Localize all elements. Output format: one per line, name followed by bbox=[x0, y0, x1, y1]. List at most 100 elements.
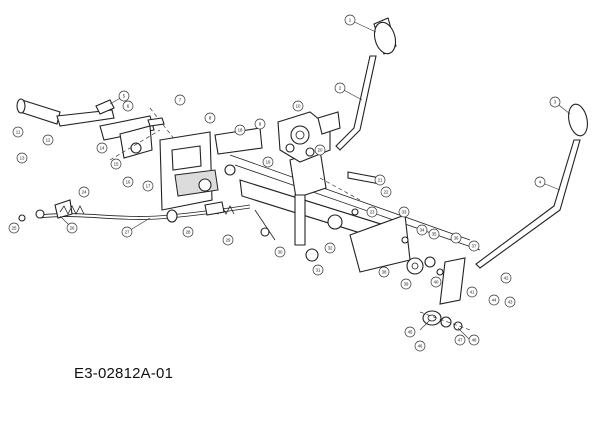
callout-label: 30 bbox=[278, 250, 283, 255]
callout-marker: 27 bbox=[121, 226, 133, 238]
callout-label: 35 bbox=[432, 232, 437, 237]
callout-marker: 24 bbox=[78, 186, 90, 198]
callout-label: 17 bbox=[146, 184, 151, 189]
callout-marker: 19 bbox=[262, 156, 274, 168]
left-handle-grip bbox=[16, 98, 115, 127]
callout-label: 42 bbox=[504, 276, 509, 281]
right-control-lever bbox=[475, 103, 588, 269]
callout-label: 21 bbox=[378, 178, 383, 183]
callout-label: 9 bbox=[259, 122, 262, 127]
callout-marker: 41 bbox=[466, 286, 478, 298]
callout-label: 23 bbox=[370, 210, 375, 215]
callout-marker: 44 bbox=[488, 294, 500, 306]
callout-label: 25 bbox=[12, 226, 17, 231]
callout-label: 40 bbox=[434, 280, 439, 285]
callout-marker: 10 bbox=[292, 100, 304, 112]
callout-marker: 30 bbox=[274, 246, 286, 258]
callout-label: 31 bbox=[316, 268, 321, 273]
callout-marker: 22 bbox=[380, 186, 392, 198]
callout-label: 2 bbox=[339, 86, 342, 91]
diagram-code: E3-02812A-01 bbox=[74, 365, 174, 382]
callout-label: 26 bbox=[70, 226, 75, 231]
callout-label: 11 bbox=[16, 130, 21, 135]
callout-marker: 46 bbox=[414, 340, 426, 352]
callout-marker: 21 bbox=[374, 174, 386, 186]
callout-label: 3 bbox=[554, 100, 557, 105]
callout-label: 6 bbox=[127, 104, 130, 109]
callout-label: 36 bbox=[454, 236, 459, 241]
callout-marker: 29 bbox=[222, 234, 234, 246]
callout-label: 12 bbox=[46, 138, 51, 143]
callout-label: 14 bbox=[100, 146, 105, 151]
callout-label: 24 bbox=[82, 190, 87, 195]
callout-label: 1 bbox=[349, 18, 352, 23]
left-bracket-assembly bbox=[99, 107, 176, 161]
cable-and-spring bbox=[18, 199, 251, 223]
callout-marker: 26 bbox=[66, 222, 78, 234]
callout-marker: 25 bbox=[8, 222, 20, 234]
callout-label: 34 bbox=[420, 228, 425, 233]
right-bracket-plate bbox=[349, 214, 466, 305]
callout-label: 18 bbox=[238, 128, 243, 133]
callout-marker: 9 bbox=[254, 118, 266, 130]
callout-marker: 35 bbox=[428, 228, 440, 240]
callout-marker: 12 bbox=[42, 134, 54, 146]
callout-label: 43 bbox=[508, 300, 513, 305]
callout-label: 27 bbox=[125, 230, 130, 235]
callout-marker: 4 bbox=[534, 176, 546, 188]
main-frame-plate bbox=[159, 127, 263, 211]
callout-label: 4 bbox=[539, 180, 542, 185]
callout-marker: 6 bbox=[122, 100, 134, 112]
left-control-lever bbox=[335, 17, 397, 151]
callout-label: 10 bbox=[296, 104, 301, 109]
callout-label: 5 bbox=[123, 94, 126, 99]
callout-marker: 34 bbox=[416, 224, 428, 236]
callout-marker: 15 bbox=[110, 158, 122, 170]
callout-marker: 5 bbox=[118, 90, 130, 102]
callout-label: 44 bbox=[492, 298, 497, 303]
callout-label: 38 bbox=[382, 270, 387, 275]
callout-label: 33 bbox=[402, 210, 407, 215]
callout-label: 20 bbox=[318, 148, 323, 153]
callout-marker: 17 bbox=[142, 180, 154, 192]
callout-markers: 1 2 3 4 5 6 7 8 9 10 11 12 13 14 15 16 1… bbox=[8, 14, 561, 352]
callout-marker: 16 bbox=[122, 176, 134, 188]
callout-label: 37 bbox=[472, 244, 477, 249]
callout-marker: 47 bbox=[454, 334, 466, 346]
callout-marker: 39 bbox=[400, 278, 412, 290]
callout-label: 8 bbox=[209, 116, 212, 121]
callout-label: 15 bbox=[114, 162, 119, 167]
callout-marker: 37 bbox=[468, 240, 480, 252]
callout-marker: 42 bbox=[500, 272, 512, 284]
callout-marker: 20 bbox=[314, 144, 326, 156]
callout-label: 46 bbox=[418, 344, 423, 349]
callout-marker: 28 bbox=[182, 226, 194, 238]
callout-label: 39 bbox=[404, 282, 409, 287]
callout-marker: 1 bbox=[344, 14, 356, 26]
callout-label: 32 bbox=[328, 246, 333, 251]
center-pins bbox=[254, 171, 381, 262]
callout-marker: 13 bbox=[16, 152, 28, 164]
callout-marker: 18 bbox=[234, 124, 246, 136]
callout-marker: 3 bbox=[549, 96, 561, 108]
callout-label: 45 bbox=[408, 330, 413, 335]
callout-label: 16 bbox=[126, 180, 131, 185]
callout-marker: 32 bbox=[324, 242, 336, 254]
callout-marker: 40 bbox=[430, 276, 442, 288]
callout-marker: 23 bbox=[366, 206, 378, 218]
callout-marker: 14 bbox=[96, 142, 108, 154]
callout-marker: 45 bbox=[404, 326, 416, 338]
callout-marker: 31 bbox=[312, 264, 324, 276]
callout-marker: 38 bbox=[378, 266, 390, 278]
callout-label: 22 bbox=[384, 190, 389, 195]
callout-label: 48 bbox=[472, 338, 477, 343]
callout-label: 28 bbox=[186, 230, 191, 235]
callout-marker: 43 bbox=[504, 296, 516, 308]
callout-label: 41 bbox=[470, 290, 475, 295]
callout-label: 29 bbox=[226, 238, 231, 243]
callout-marker: 2 bbox=[334, 82, 346, 94]
callout-marker: 33 bbox=[398, 206, 410, 218]
callout-label: 7 bbox=[179, 98, 182, 103]
callout-marker: 11 bbox=[12, 126, 24, 138]
